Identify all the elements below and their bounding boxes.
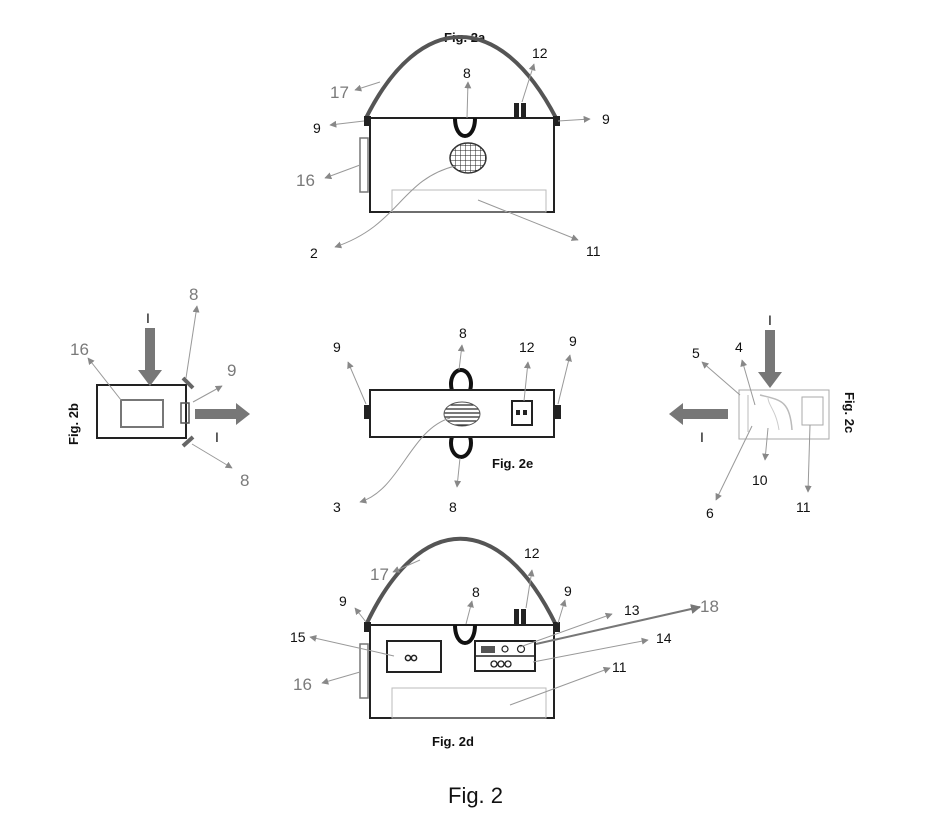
ref-label: 12 [532,45,548,61]
panel-caption: Fig. 2c [842,392,857,433]
hinge-right [554,405,561,419]
panel-caption: Fig. 2d [432,734,474,749]
ejection-arrow [195,403,250,425]
ref-label: 12 [524,545,540,561]
side-panel [359,137,369,193]
indicator-display [481,646,495,653]
panel-caption: Fig. 2e [492,456,533,471]
hinge-left [364,622,371,632]
hinge-left [364,116,371,126]
insertion-arrow [138,328,162,386]
ref-label: 16 [70,340,89,359]
ref-label: 9 [564,583,572,599]
ref-label: 9 [313,120,321,136]
connector-pin [521,103,526,118]
connector-block [511,400,533,426]
finger-cutout [453,624,477,645]
ref-label: 8 [459,325,467,341]
ref-label: 16 [296,171,315,190]
side-panel [120,399,164,428]
ref-label: 18 [700,597,719,616]
panel-fig-2a: Fig. 2a 17 8 12 9 9 16 2 11 [296,30,610,261]
ref-label: 12 [519,339,535,355]
ref-label: 11 [586,243,601,259]
panel-fig-2c: Fig. 2c I 5 4 I 10 6 11 [669,312,857,521]
drawer [391,189,547,213]
panel-fig-2d: Fig. 2d 17 1 [290,536,719,749]
ref-label: 8 [449,499,457,515]
hinge-right [553,116,560,126]
ref-label: 17 [330,83,349,102]
ref-label: 11 [796,499,811,515]
ref-label: 9 [569,333,577,349]
ref-label: 8 [240,471,249,490]
figure-title: Fig. 2 [448,783,503,808]
ref-label: 11 [612,659,627,675]
ref-label: 8 [189,285,198,304]
insertion-arrow [758,330,782,388]
hinge-left [364,405,371,419]
ref-label: 9 [602,111,610,127]
ref-label: 6 [706,505,714,521]
ref-label: 10 [752,472,768,488]
ref-label: 15 [290,629,306,645]
ref-label: 17 [370,565,389,584]
ref-label: 16 [293,675,312,694]
ref-label: I [146,310,150,326]
side-panel [359,643,369,699]
ref-label: 14 [656,630,672,646]
panel-fig-2b: Fig. 2b I 8 16 9 I 8 [66,285,250,490]
panel-caption: Fig. 2b [66,403,81,445]
ref-label: I [768,312,772,328]
hinge [180,402,190,424]
ref-label: 13 [624,602,640,618]
housing-side [96,384,187,439]
drawer [391,687,547,719]
hinge-right [553,622,560,632]
ref-label: 4 [735,339,743,355]
connector-pin [514,103,519,118]
speaker-grille [449,142,487,174]
connector-pin [521,609,526,625]
finger-cutout [453,117,477,138]
panel-fig-2e: Fig. 2e 9 8 12 9 3 8 [333,325,577,515]
ref-label: 5 [692,345,700,361]
ref-label: 3 [333,499,341,515]
ref-label: 8 [463,65,471,81]
ref-label: 9 [339,593,347,609]
ref-label: I [700,429,704,445]
carry-handle [364,536,558,626]
carry-handle [364,35,558,119]
connector-pin [514,609,519,625]
ref-label: 9 [227,361,236,380]
ejection-arrow [669,403,728,425]
ref-label: I [215,429,219,445]
ref-label: 8 [472,584,480,600]
control-module [386,640,442,673]
housing-end [738,389,830,440]
speaker-slots [443,401,481,427]
ref-label: 9 [333,339,341,355]
drawer [801,396,824,426]
ref-label: 2 [310,245,318,261]
